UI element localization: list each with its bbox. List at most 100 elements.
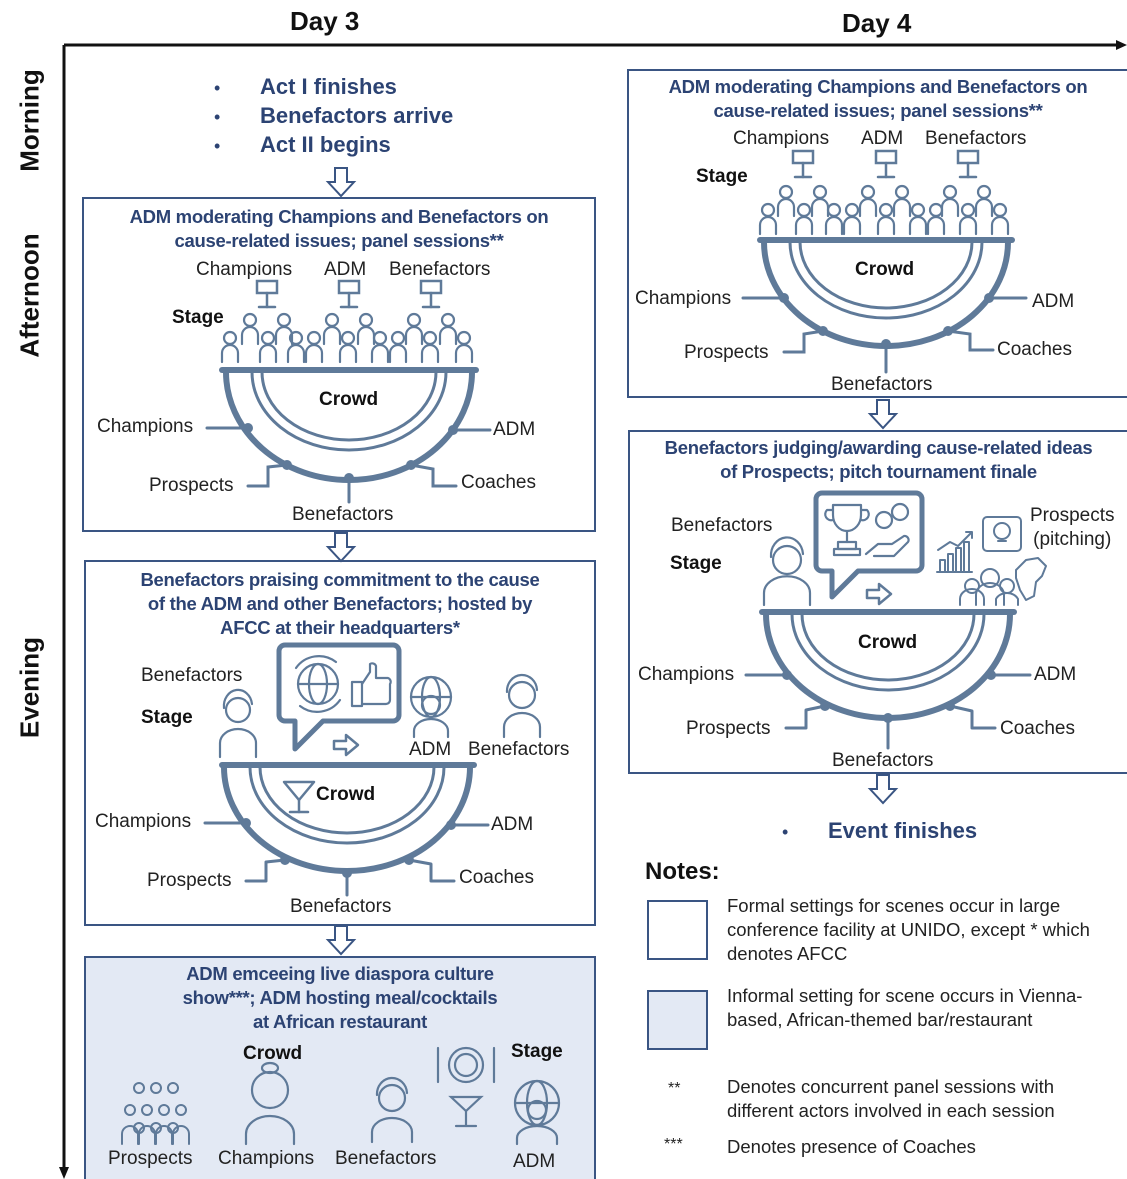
label-benefactors: Benefactors bbox=[335, 1148, 437, 1169]
legend-informal-swatch bbox=[647, 990, 708, 1050]
champion-person-icon bbox=[244, 1061, 296, 1146]
scene-d3-afternoon: ADM moderating Champions and Benefactors… bbox=[82, 197, 596, 532]
thumbs-up-icon bbox=[350, 662, 392, 708]
legend-formal-text: Formal settings for scenes occur in larg… bbox=[727, 895, 1090, 964]
day3-header: Day 3 bbox=[290, 6, 360, 36]
label-prospects: Prospects bbox=[108, 1148, 193, 1169]
bullet-act2: Act II begins bbox=[260, 132, 391, 157]
scene-title: Benefactors praising commitment to the c… bbox=[140, 569, 540, 638]
label-adm-top: ADM bbox=[324, 259, 367, 280]
scene-title: ADM moderating Champions and Benefactors… bbox=[129, 206, 549, 251]
notes-title: Notes: bbox=[645, 858, 720, 885]
benefactor-person-icon bbox=[502, 673, 542, 739]
label-adm: ADM bbox=[1034, 664, 1077, 685]
globe-recycle-icon bbox=[294, 655, 342, 713]
label-benefactors: Benefactors bbox=[292, 504, 394, 525]
arrow-down-icon bbox=[325, 167, 357, 198]
label-champions: Champions bbox=[97, 416, 194, 437]
label-champions: Champions bbox=[638, 664, 735, 685]
adm-person-icon bbox=[513, 1079, 561, 1146]
double-star-symbol: ** bbox=[668, 1080, 681, 1097]
label-crowd: Crowd bbox=[858, 632, 918, 653]
benefactor-person-icon bbox=[218, 688, 258, 759]
scene-title: ADM moderating Champions and Benefactors… bbox=[668, 76, 1088, 121]
cocktail-icon bbox=[448, 1095, 484, 1128]
label-benefactors: Benefactors bbox=[290, 896, 392, 917]
lightbulb-icon bbox=[982, 516, 1022, 552]
label-prospects: Prospects bbox=[686, 718, 771, 739]
legend-informal-text: Informal setting for scene occurs in Vie… bbox=[727, 985, 1083, 1030]
label-crowd: Crowd bbox=[243, 1043, 303, 1064]
label-stage: Stage bbox=[172, 307, 224, 328]
double-star-text: Denotes concurrent panel sessions with d… bbox=[727, 1076, 1055, 1121]
bullet-act1: Act I finishes bbox=[260, 74, 397, 99]
label-benefactors: Benefactors bbox=[831, 374, 933, 395]
scene-d3-evening: Benefactors praising commitment to the c… bbox=[84, 560, 596, 926]
group-people-icon bbox=[121, 1082, 190, 1145]
label-champions-top: Champions bbox=[196, 259, 293, 280]
adm-person-icon bbox=[409, 675, 453, 739]
scene-d4-afternoon: Benefactors judging/awarding cause-relat… bbox=[628, 430, 1127, 774]
arrow-down-icon bbox=[325, 925, 357, 956]
label-champions: Champions bbox=[95, 811, 192, 832]
prospects-group-icon bbox=[959, 557, 1047, 606]
bullet-dot: • bbox=[214, 78, 221, 98]
label-prospects-pitching: Prospects (pitching) bbox=[1030, 505, 1115, 550]
label-stage: Stage bbox=[670, 553, 722, 574]
money-hand-icon bbox=[864, 502, 910, 558]
label-prospects: Prospects bbox=[684, 342, 769, 363]
legend-formal-swatch bbox=[647, 900, 708, 960]
triple-star-symbol: *** bbox=[664, 1136, 683, 1153]
arrow-down-icon bbox=[325, 532, 357, 563]
trophy-icon bbox=[824, 503, 870, 557]
benefactor-person-icon bbox=[762, 536, 812, 607]
scene-d4-morning: ADM moderating Champions and Benefactors… bbox=[627, 69, 1127, 398]
benefactor-person-icon bbox=[370, 1076, 414, 1144]
bullet-benefactors-arrive: Benefactors arrive bbox=[260, 103, 454, 128]
label-benefactors-left: Benefactors bbox=[671, 515, 773, 536]
label-adm: ADM bbox=[1032, 291, 1075, 312]
label-stage: Stage bbox=[141, 707, 193, 728]
triple-star-text: Denotes presence of Coaches bbox=[727, 1136, 976, 1157]
bullet-dot: • bbox=[214, 107, 221, 127]
label-crowd: Crowd bbox=[319, 389, 379, 410]
label-adm: ADM bbox=[493, 419, 536, 440]
label-coaches: Coaches bbox=[997, 339, 1072, 360]
label-stage: Stage bbox=[696, 166, 748, 187]
plate-cutlery-icon bbox=[436, 1046, 496, 1084]
label-prospects: Prospects bbox=[149, 475, 234, 496]
label-benefactors: Benefactors bbox=[832, 750, 934, 771]
day4-header: Day 4 bbox=[842, 8, 912, 38]
label-adm-top: ADM bbox=[409, 739, 452, 760]
label-champions-top: Champions bbox=[733, 128, 830, 149]
label-champions: Champions bbox=[635, 288, 732, 309]
label-stage: Stage bbox=[511, 1041, 563, 1062]
scene-title: ADM emceeing live diaspora culture show*… bbox=[182, 963, 498, 1032]
event-finishes: Event finishes bbox=[828, 818, 978, 843]
label-benefactors-left: Benefactors bbox=[141, 665, 243, 686]
cocktail-icon bbox=[282, 780, 316, 814]
growth-chart-icon bbox=[936, 531, 973, 573]
arrow-down-icon bbox=[867, 399, 899, 430]
label-adm: ADM bbox=[513, 1151, 556, 1172]
bullet-dot: • bbox=[214, 136, 221, 156]
scene-title: Benefactors judging/awarding cause-relat… bbox=[664, 437, 1093, 482]
label-prospects: Prospects bbox=[147, 870, 232, 891]
label-coaches: Coaches bbox=[1000, 718, 1075, 739]
label-coaches: Coaches bbox=[459, 867, 534, 888]
scene-d3-informal: ADM emceeing live diaspora culture show*… bbox=[84, 956, 596, 1179]
label-crowd: Crowd bbox=[316, 784, 376, 805]
label-coaches: Coaches bbox=[461, 472, 536, 493]
label-benefactors-top: Benefactors bbox=[389, 259, 491, 280]
label-benefactors-right: Benefactors bbox=[468, 739, 570, 760]
label-benefactors-top: Benefactors bbox=[925, 128, 1027, 149]
label-champions: Champions bbox=[218, 1148, 315, 1169]
label-adm: ADM bbox=[491, 814, 534, 835]
